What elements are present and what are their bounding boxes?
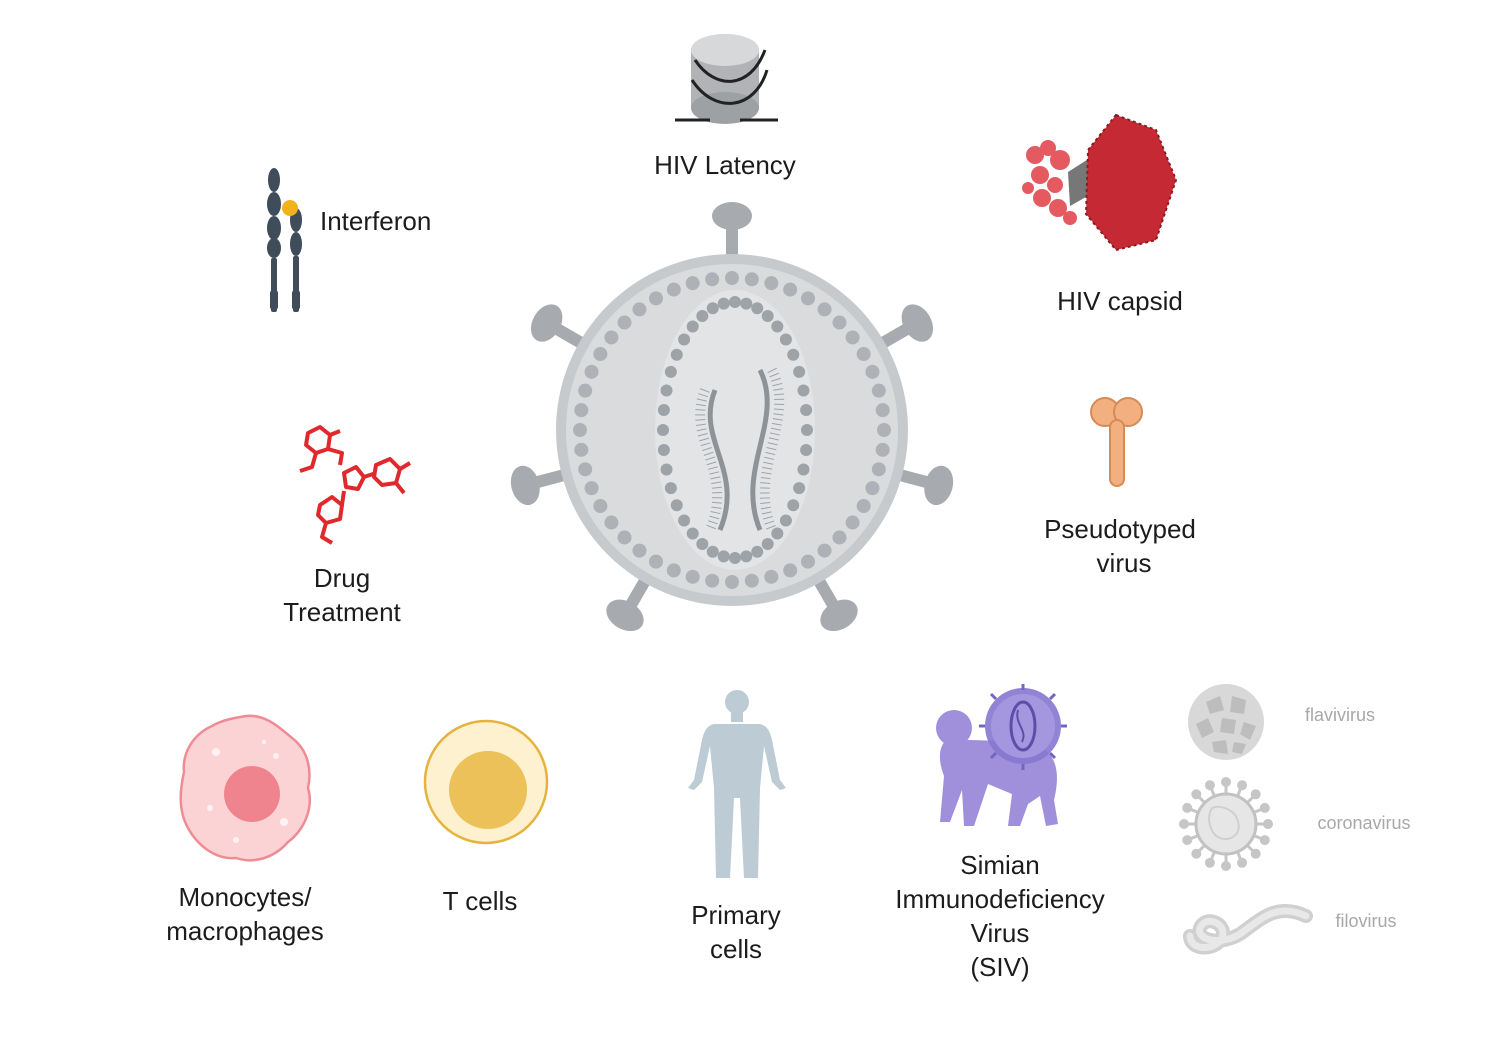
hiv-capsid-icon	[1022, 113, 1178, 252]
filovirus-icon	[1183, 904, 1313, 955]
siv-monkey-virus-icon	[936, 684, 1067, 826]
flavivirus-icon	[1188, 684, 1264, 760]
t-cell-icon	[423, 719, 549, 845]
human-body-icon	[688, 690, 786, 878]
drug-label-line2: Treatment	[283, 597, 401, 627]
monocytes-label-line2: macrophages	[166, 916, 324, 946]
monocytes-label-line1: Monocytes/	[178, 882, 312, 912]
nucleosome-icon	[675, 34, 778, 124]
siv-label-line2: Immunodeficiency	[895, 884, 1105, 914]
flavivirus-label: flavivirus	[1304, 705, 1375, 725]
siv-label-line4: (SIV)	[970, 952, 1030, 982]
pseudotyped-label-line2: virus	[1096, 548, 1152, 578]
interferon-receptor-icon	[267, 168, 302, 312]
hiv-virion-icon	[510, 202, 954, 632]
drug-label-line1: Drug	[313, 563, 371, 593]
hiv-capsid-label: HIV capsid	[1057, 286, 1183, 316]
interferon-label: Interferon	[320, 206, 432, 236]
pseudotyped-virus-icon	[1090, 397, 1143, 487]
filovirus-label: filovirus	[1335, 911, 1397, 931]
hiv-latency-label: HIV Latency	[654, 150, 796, 180]
coronavirus-label: coronavirus	[1317, 813, 1411, 833]
primary-cells-label-line1: Primary	[691, 900, 781, 930]
coronavirus-icon	[1179, 777, 1273, 871]
siv-label-line1: Simian	[960, 850, 1040, 880]
pseudotyped-label-line1: Pseudotyped	[1044, 514, 1196, 544]
t-cells-label: T cells	[442, 886, 518, 916]
primary-cells-label-line2: cells	[709, 934, 762, 964]
drug-molecule-icon	[299, 425, 412, 545]
monocyte-cell-icon	[179, 714, 311, 862]
siv-label-line3: Virus	[970, 918, 1030, 948]
